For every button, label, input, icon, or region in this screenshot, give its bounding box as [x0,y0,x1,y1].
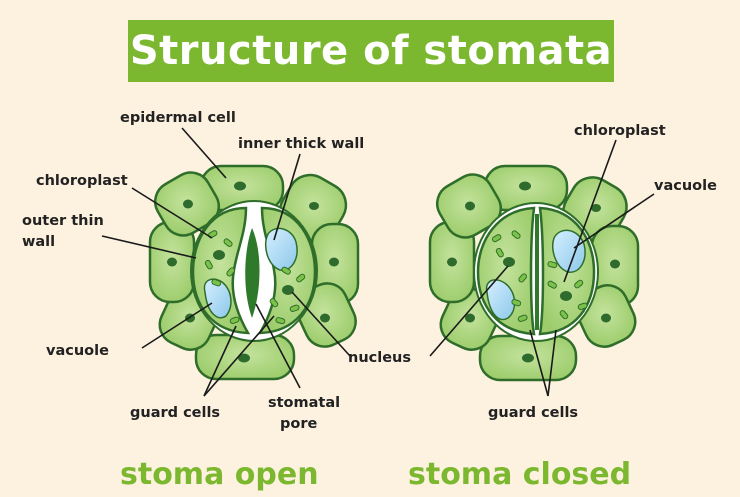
label-chloroplast-right: chloroplast [574,123,666,139]
label-outer-thin-wall-line2: wall [22,234,55,250]
label-guard-cells-right: guard cells [488,405,578,421]
label-vacuole-right: vacuole [654,178,717,194]
label-outer-thin-wall-line1: outer thin [22,213,104,229]
stoma-closed-diagram [430,166,642,380]
nucleus-left-open [213,250,225,260]
label-epidermal-cell: epidermal cell [120,110,236,126]
label-chloroplast-left: chloroplast [36,173,128,189]
label-guard-cells-left: guard cells [130,405,220,421]
label-inner-thick-wall: inner thick wall [238,136,364,152]
label-stomatal-pore-line1: stomatal [268,395,340,411]
label-stomatal-pore-line2: pore [280,416,317,432]
label-vacuole-left: vacuole [46,343,109,359]
nucleus-left-closed [503,257,515,267]
stoma-open-diagram [148,165,362,379]
nucleus-right-open [282,285,294,295]
leader-epidermal-cell [182,128,226,178]
nucleus-right-closed [560,291,572,301]
caption-stoma-closed: stoma closed [408,457,631,492]
caption-stoma-open: stoma open [120,457,319,492]
label-nucleus: nucleus [348,350,411,366]
